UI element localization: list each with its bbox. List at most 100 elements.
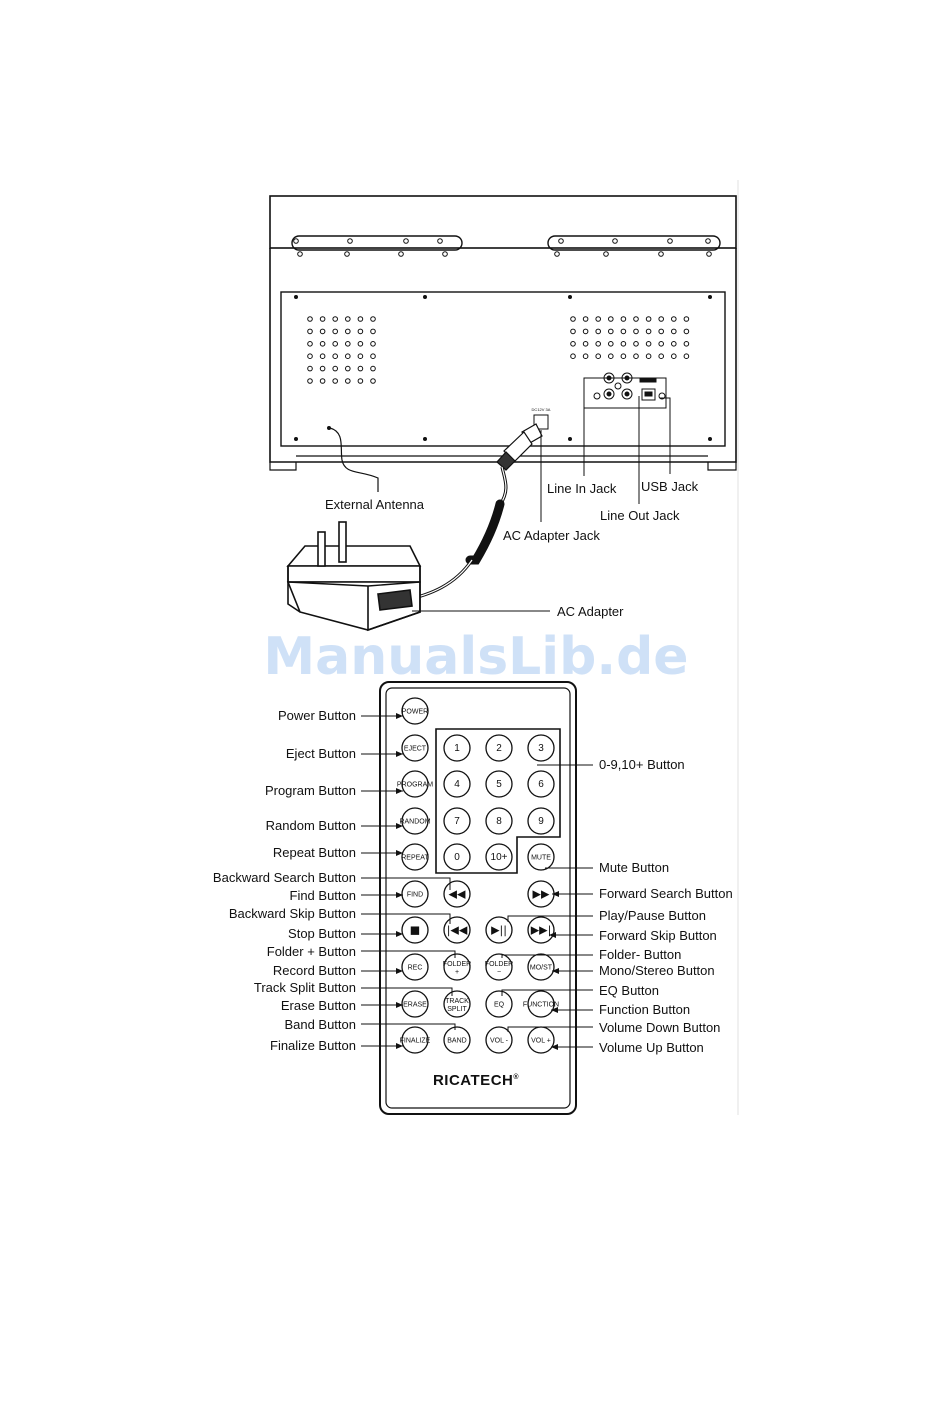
- grille-hole-right: [633, 316, 639, 322]
- grille-hole-right: [595, 341, 602, 347]
- eq-button[interactable]: EQ: [485, 990, 513, 1018]
- grille-hole-left: [357, 353, 364, 360]
- grille-hole-left: [319, 378, 326, 384]
- remote-brand: RICATECH®: [433, 1072, 519, 1089]
- hinge-screw: [706, 251, 712, 257]
- grille-hole-right: [645, 316, 652, 322]
- unit-rear-panel: [269, 195, 737, 471]
- function-button-label: FUNCTION: [523, 1001, 559, 1008]
- program-button[interactable]: PROGRAM: [397, 770, 433, 798]
- grille-hole-left: [370, 378, 376, 384]
- skip-back-button[interactable]: |◀◀: [443, 916, 471, 944]
- grille-hole-left: [319, 316, 326, 322]
- grille-hole-right: [633, 353, 639, 360]
- eject-button[interactable]: EJECT: [401, 734, 429, 762]
- power-button[interactable]: POWER: [401, 697, 429, 725]
- leader-line: [361, 950, 456, 958]
- mute-button[interactable]: MUTE: [527, 843, 555, 871]
- grille-hole-right: [608, 316, 614, 322]
- label-numbers: 0-9,10+ Button: [599, 757, 685, 772]
- rec-button[interactable]: REC: [401, 953, 429, 981]
- repeat-button[interactable]: REPEAT: [401, 843, 429, 871]
- screw: [568, 437, 572, 441]
- vol-minus-button[interactable]: VOL -: [485, 1026, 513, 1054]
- num-3-button[interactable]: 3: [527, 734, 555, 762]
- rewind-button[interactable]: ◀◀: [443, 880, 471, 908]
- label-function: Function Button: [599, 1002, 690, 1017]
- finalize-button[interactable]: FINALIZE: [400, 1026, 431, 1054]
- num-0-button[interactable]: 0: [443, 843, 471, 871]
- band-button[interactable]: BAND: [443, 1026, 471, 1054]
- num-6-button[interactable]: 6: [527, 770, 555, 798]
- hinge-screw: [293, 238, 299, 244]
- function-button[interactable]: FUNCTION: [523, 990, 559, 1018]
- watermark: ManualsLib.de: [263, 627, 688, 687]
- grille-hole-right: [683, 341, 690, 347]
- grille-hole-left: [345, 341, 351, 347]
- hinge-screw: [437, 238, 443, 244]
- grille-hole-right: [671, 316, 677, 322]
- erase-button[interactable]: ERASE: [401, 990, 429, 1018]
- num-7-button[interactable]: 7: [443, 807, 471, 835]
- grille-hole-right: [582, 316, 589, 322]
- fast-forward-icon: ▶▶: [533, 888, 550, 901]
- num-4-button[interactable]: 4: [443, 770, 471, 798]
- num-9-button[interactable]: 9: [527, 807, 555, 835]
- label-folder-minus: Folder- Button: [599, 947, 681, 962]
- num-5-button[interactable]: 5: [485, 770, 513, 798]
- grille-hole-right: [633, 328, 639, 335]
- num-10plus-button[interactable]: 10+: [485, 843, 513, 871]
- hinge-screw: [558, 238, 564, 244]
- rewind-icon: ◀◀: [449, 888, 466, 901]
- vol-plus-button[interactable]: VOL +: [527, 1026, 555, 1054]
- grille-hole-right: [645, 353, 652, 360]
- label-erase: Erase Button: [281, 998, 356, 1013]
- grille-hole-left: [319, 365, 326, 372]
- skip-forward-icon: ▶▶|: [531, 924, 552, 937]
- grille-hole-right: [658, 316, 665, 322]
- rec-button-label: REC: [408, 964, 423, 971]
- play-pause-button[interactable]: ▶||: [485, 916, 513, 944]
- folder-minus-button[interactable]: FOLDER−: [485, 953, 513, 981]
- num-8-button[interactable]: 8: [485, 807, 513, 835]
- folder-plus-button[interactable]: FOLDER+: [443, 953, 471, 981]
- grille-hole-left: [307, 378, 313, 384]
- skip-forward-button[interactable]: ▶▶|: [527, 916, 555, 944]
- fast-forward-button[interactable]: ▶▶: [527, 880, 555, 908]
- grille-hole-left: [332, 353, 339, 360]
- screw: [294, 295, 298, 299]
- grille-hole-right: [582, 328, 589, 335]
- folder-plus-button-label-2: +: [455, 969, 459, 976]
- grille-hole-left: [357, 328, 364, 335]
- label-eq: EQ Button: [599, 983, 659, 998]
- random-button[interactable]: RANDOM: [399, 807, 431, 835]
- num-4-button-label: 4: [454, 779, 460, 790]
- stop-button[interactable]: ■: [401, 916, 429, 944]
- num-9-button-label: 9: [538, 816, 544, 827]
- screw: [568, 295, 572, 299]
- num-0-button-label: 0: [454, 852, 460, 863]
- mono-st-button[interactable]: MO/ST: [527, 953, 555, 981]
- label-record: Record Button: [273, 963, 356, 978]
- hinge-screw: [667, 238, 673, 244]
- label-track-split: Track Split Button: [254, 980, 356, 995]
- random-button-label: RANDOM: [399, 818, 430, 825]
- hinge-screw: [554, 251, 560, 257]
- label-stop: Stop Button: [288, 926, 356, 941]
- grille-hole-left: [345, 316, 351, 322]
- label-volume-up: Volume Up Button: [599, 1040, 704, 1055]
- grille-hole-right: [671, 353, 677, 360]
- grille-hole-right: [570, 328, 576, 335]
- leader-line: [507, 915, 593, 922]
- num-2-button[interactable]: 2: [485, 734, 513, 762]
- grille-hole-right: [633, 341, 639, 347]
- cable-ferrite: [465, 499, 505, 565]
- find-button[interactable]: FIND: [401, 880, 429, 908]
- line-out-jack-l: [621, 372, 633, 384]
- grille-hole-right: [658, 328, 665, 335]
- line-in-jack-r: [603, 388, 615, 400]
- num-1-button[interactable]: 1: [443, 734, 471, 762]
- program-button-label: PROGRAM: [397, 781, 433, 788]
- grille-hole-left: [357, 365, 364, 372]
